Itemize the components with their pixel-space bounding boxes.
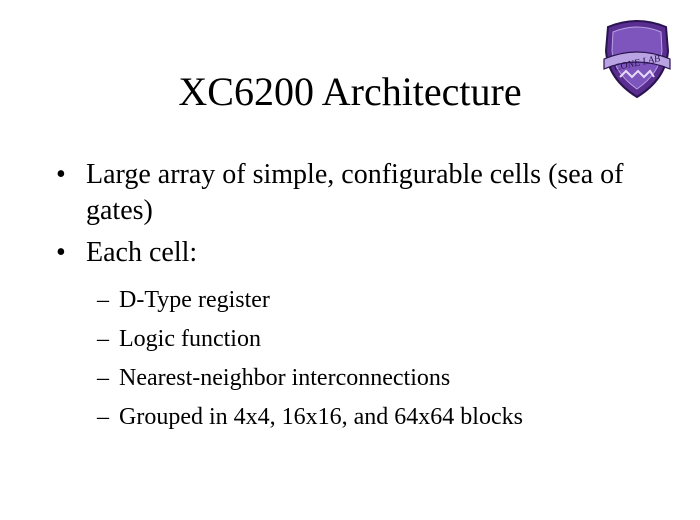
sub-bullet-text: Nearest-neighbor interconnections: [119, 365, 451, 391]
bullet-dot-icon: •: [56, 159, 66, 190]
sub-bullet-item: – Nearest-neighbor interconnections: [97, 359, 677, 398]
sub-bullet-item: – Grouped in 4x4, 16x16, and 64x64 block…: [97, 398, 677, 437]
bullet-item: • Large array of simple, configurable ce…: [56, 157, 676, 229]
bullet-list: • Large array of simple, configurable ce…: [56, 157, 676, 271]
bullet-text: Large array of simple, configurable cell…: [86, 159, 624, 226]
sub-bullet-text: Grouped in 4x4, 16x16, and 64x64 blocks: [119, 404, 523, 430]
sub-bullet-text: Logic function: [119, 326, 261, 352]
bullet-dot-icon: •: [56, 237, 66, 268]
slide-title: XC6200 Architecture: [178, 69, 522, 114]
bullet-item: • Each cell:: [56, 235, 676, 271]
bullet-text: Each cell:: [86, 237, 198, 268]
sub-bullet-item: – D-Type register: [97, 281, 677, 320]
dash-icon: –: [97, 287, 109, 313]
dash-icon: –: [97, 365, 109, 391]
sub-bullet-list: – D-Type register – Logic function – Nea…: [97, 281, 677, 437]
dash-icon: –: [97, 404, 109, 430]
sub-bullet-item: – Logic function: [97, 320, 677, 359]
sub-bullet-text: D-Type register: [119, 287, 270, 313]
shield-logo-icon: CONE LAB: [600, 17, 674, 99]
dash-icon: –: [97, 326, 109, 352]
